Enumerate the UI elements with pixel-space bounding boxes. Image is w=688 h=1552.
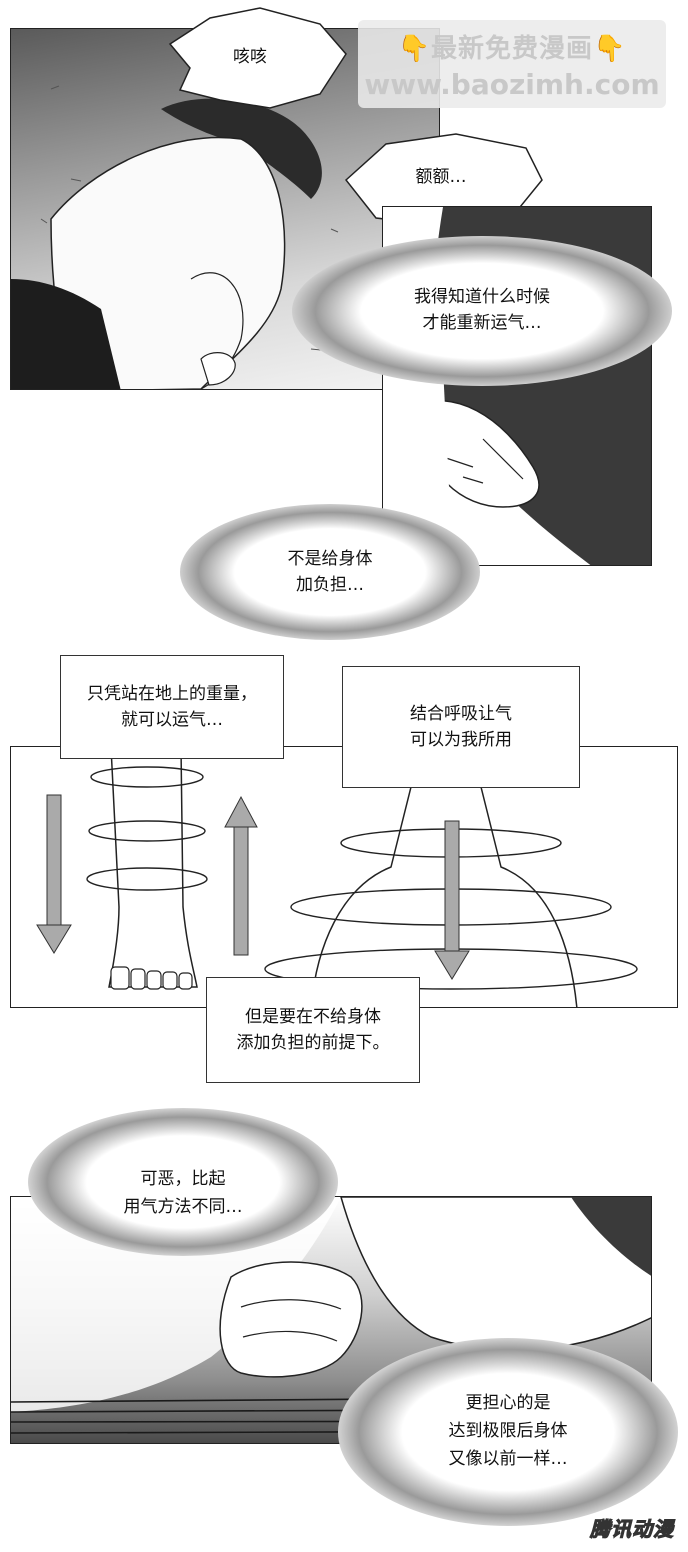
bubble-6-line2: 达到极限后身体 (448, 1421, 568, 1441)
panel-3-qi-diagram (10, 746, 678, 1008)
speech-bubble-1 (168, 7, 347, 109)
pointing-hand-icon: 👇 (397, 34, 431, 64)
down-arrow-icon (36, 794, 72, 954)
watermark-banner: 👇最新免费漫画👇 www.baozimh.com (358, 20, 666, 108)
watermark-url: www.baozimh.com (364, 68, 660, 101)
kneeling-figure-art (11, 85, 370, 389)
bubble-6-line1: 更担心的是 (465, 1393, 551, 1413)
bubble-3-line1: 我得知道什么时候 (414, 287, 550, 307)
thought-burst-6 (338, 1338, 678, 1526)
bubble-1-text: 咳咳 (233, 47, 267, 67)
bubble-5-line2: 用气方法不同… (123, 1197, 243, 1217)
center-down-arrow-icon (434, 820, 470, 980)
bubble-6-line3: 又像以前一样… (448, 1449, 568, 1469)
bubble-5-line1: 可恶，比起 (140, 1169, 226, 1189)
bubble-4-line1: 不是给身体 (287, 549, 373, 569)
thought-burst-5 (28, 1108, 338, 1256)
caption-box-3: 但是要在不给身体 添加负担的前提下。 (206, 977, 420, 1083)
caption-box-1: 只凭站在地上的重量， 就可以运气… (60, 655, 284, 759)
qi-diagram-art (36, 747, 638, 1007)
bubble-4-line2: 加负担… (296, 575, 364, 595)
watermark-line1: 最新免费漫画 (430, 34, 593, 64)
pointing-hand-icon: 👇 (593, 34, 627, 64)
publisher-logo: 腾讯动漫 (590, 1517, 674, 1542)
bubble-3-line2: 才能重新运气… (422, 313, 542, 333)
thought-burst-4 (180, 504, 480, 640)
caption-box-2: 结合呼吸让气 可以为我所用 (342, 666, 580, 788)
bubble-2-text: 额额… (415, 167, 467, 187)
up-arrow-icon (224, 795, 258, 956)
thought-burst-3 (292, 236, 672, 386)
